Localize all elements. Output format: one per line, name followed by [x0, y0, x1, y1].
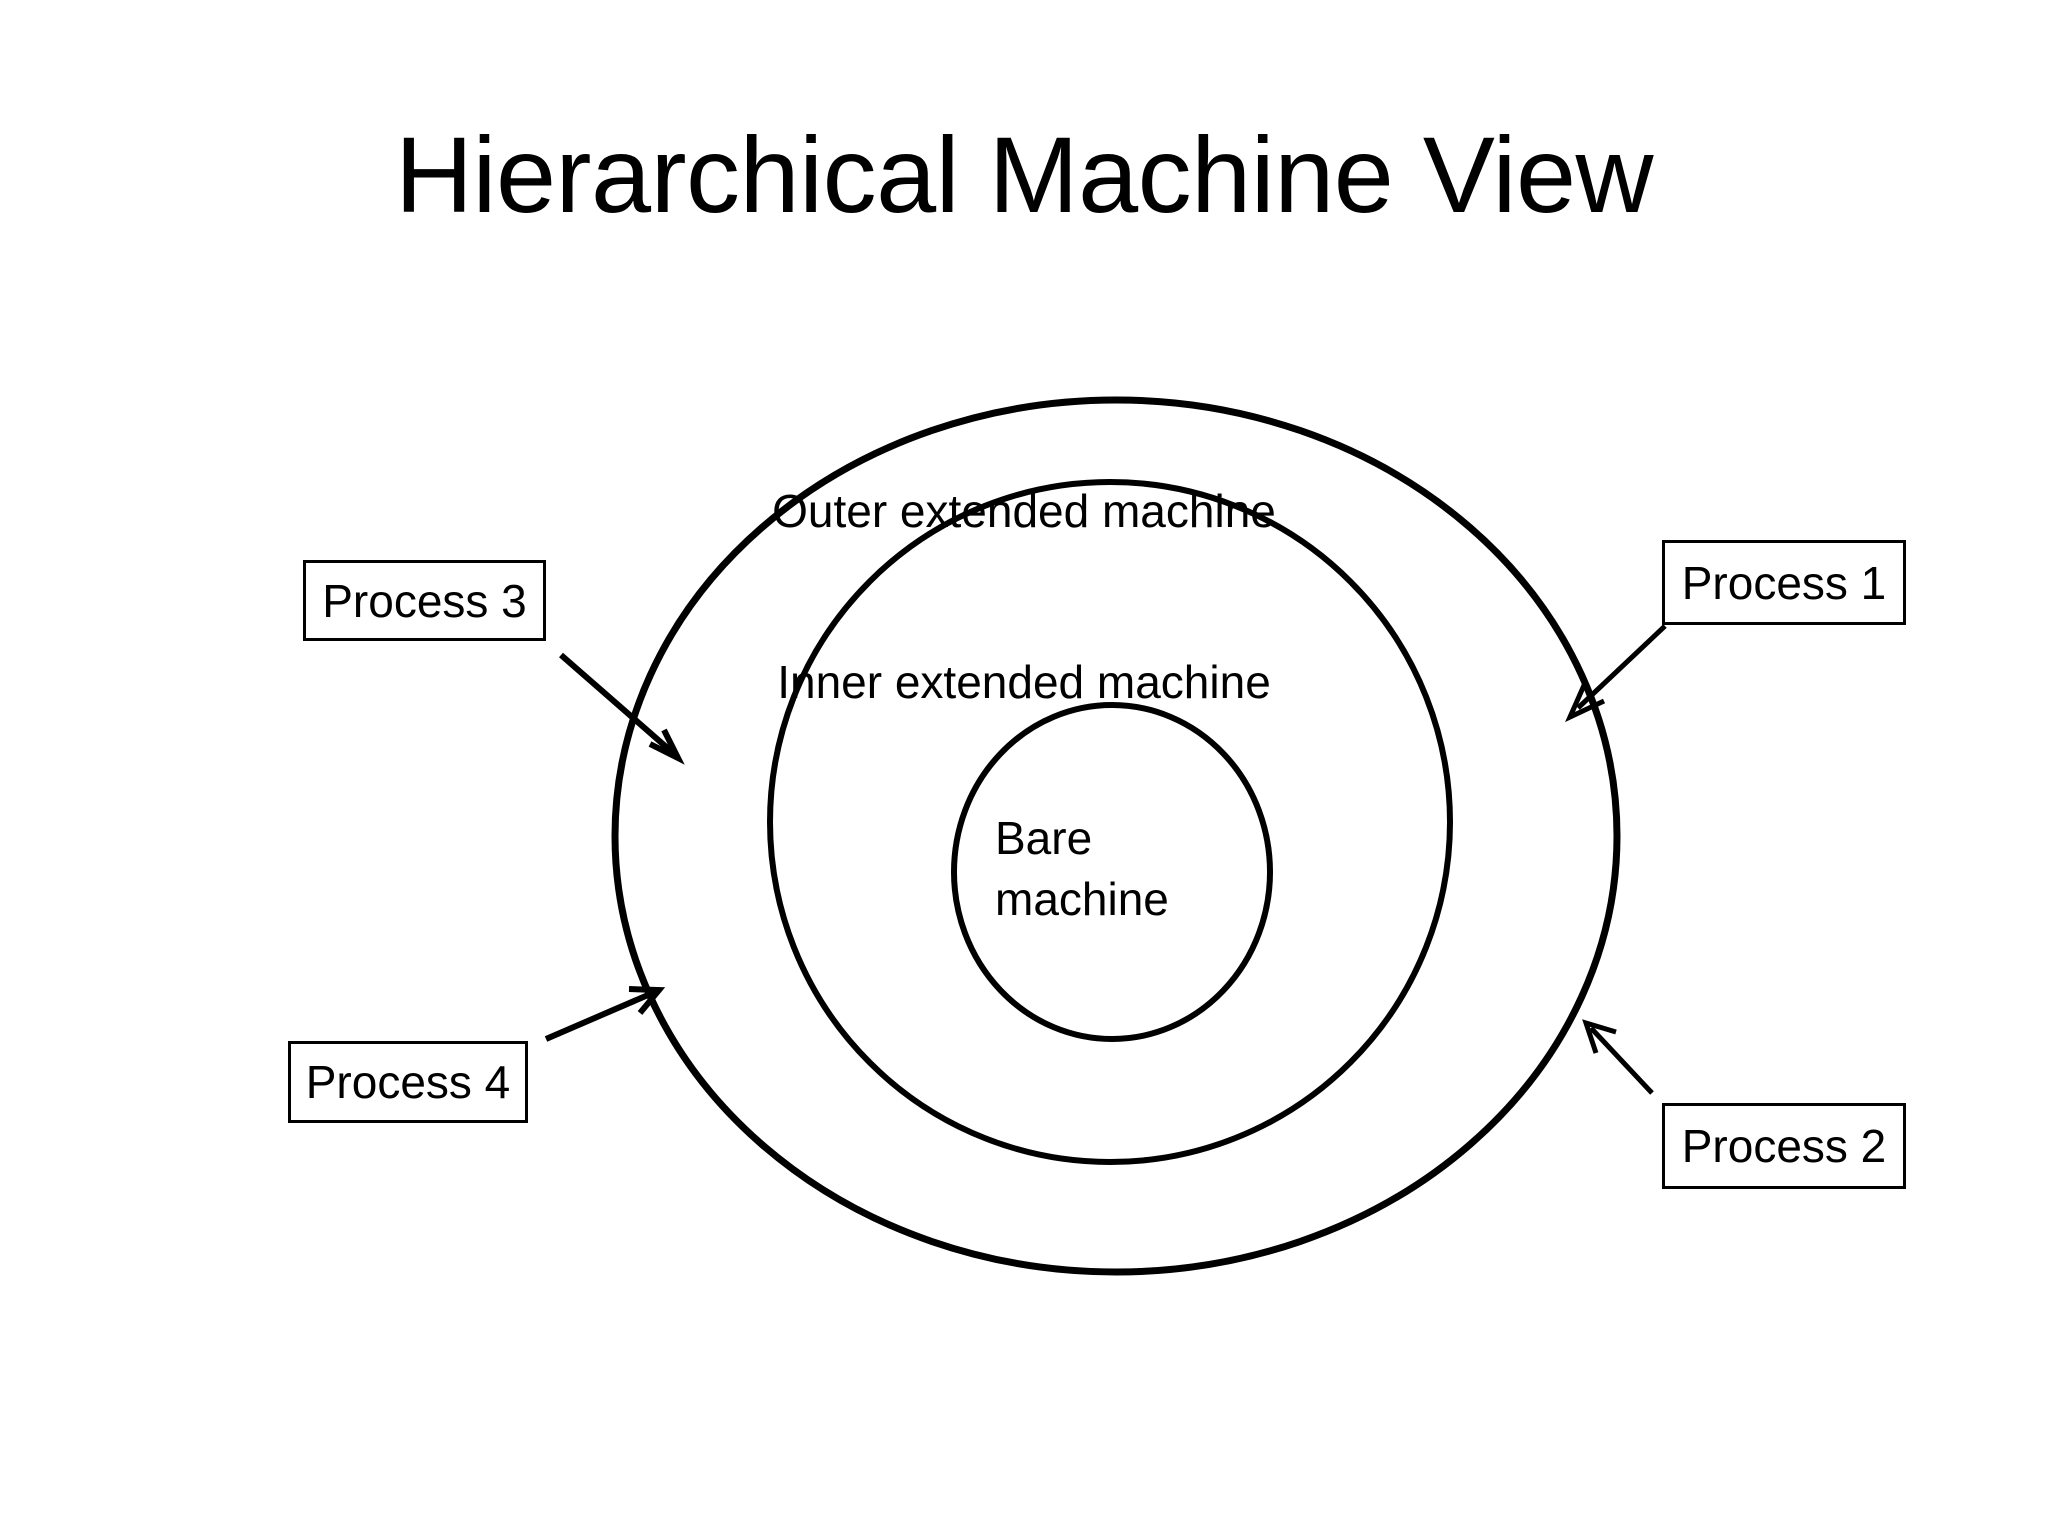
process-2-arrow [1582, 1019, 1654, 1095]
bare-machine-circle [951, 702, 1273, 1042]
process-4-label: Process 4 [305, 1056, 511, 1108]
inner-machine-circle [767, 479, 1453, 1165]
process-2-label: Process 2 [1681, 1120, 1887, 1172]
outer-machine-label: Outer extended machine [772, 485, 1276, 537]
bare-machine-label: Bare machine [995, 812, 1169, 925]
process-3-box[interactable]: Process 3 [303, 560, 546, 641]
process-1-box[interactable]: Process 1 [1662, 540, 1906, 625]
process-1-arrow [1565, 624, 1667, 723]
process-4-box[interactable]: Process 4 [288, 1041, 528, 1123]
page-title: Hierarchical Machine View [394, 114, 1654, 235]
outer-machine-circle [611, 396, 1621, 1276]
process-4-arrow [544, 986, 666, 1042]
process-3-arrow [559, 652, 685, 765]
process-1-label: Process 1 [1681, 556, 1887, 609]
process-2-box[interactable]: Process 2 [1662, 1103, 1906, 1189]
inner-machine-label: Inner extended machine [777, 656, 1271, 708]
process-3-label: Process 3 [322, 574, 527, 627]
